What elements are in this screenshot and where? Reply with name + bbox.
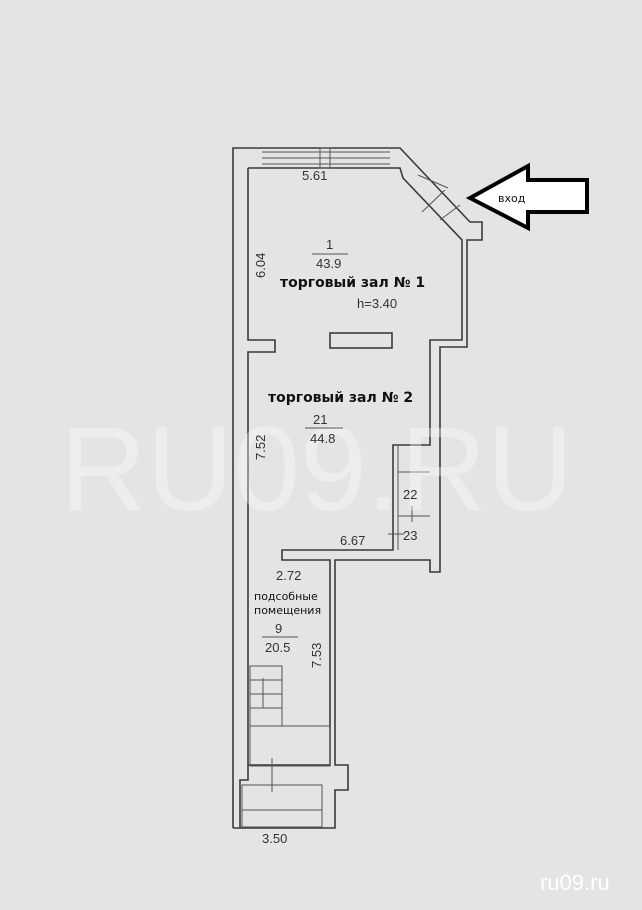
room-21-number: 21 <box>313 412 327 427</box>
room-9-name-line2: помещения <box>254 604 321 617</box>
room-21-area: 44.8 <box>310 431 335 446</box>
brand-watermark: ru09.ru <box>540 870 610 895</box>
room-9-area: 20.5 <box>265 640 290 655</box>
room-21-name: торговый зал № 2 <box>268 390 413 406</box>
entrance-label: вход <box>498 192 526 205</box>
watermark: RU09.RU <box>60 402 573 536</box>
room-1-number: 1 <box>326 237 333 252</box>
dim-top: 5.61 <box>302 168 327 183</box>
room-1-name: торговый зал № 1 <box>280 275 425 291</box>
room-22-number: 22 <box>403 487 417 502</box>
room-23-number: 23 <box>403 528 417 543</box>
dim-hall2-left: 7.52 <box>253 435 268 460</box>
room-9-name-line1: подсобные <box>254 590 318 603</box>
dim-bottom: 3.50 <box>262 831 287 846</box>
room-1-area: 43.9 <box>316 256 341 271</box>
entrance-arrow-icon <box>465 162 589 232</box>
ceiling-height: h=3.40 <box>357 296 397 311</box>
dim-utility-width: 2.72 <box>276 568 301 583</box>
dim-hall1-left: 6.04 <box>253 253 268 278</box>
walls <box>232 147 483 829</box>
dim-utility-right: 7.53 <box>309 643 324 668</box>
dim-hall2-bottom: 6.67 <box>340 533 365 548</box>
column <box>329 332 393 349</box>
room-9-number: 9 <box>275 621 282 636</box>
